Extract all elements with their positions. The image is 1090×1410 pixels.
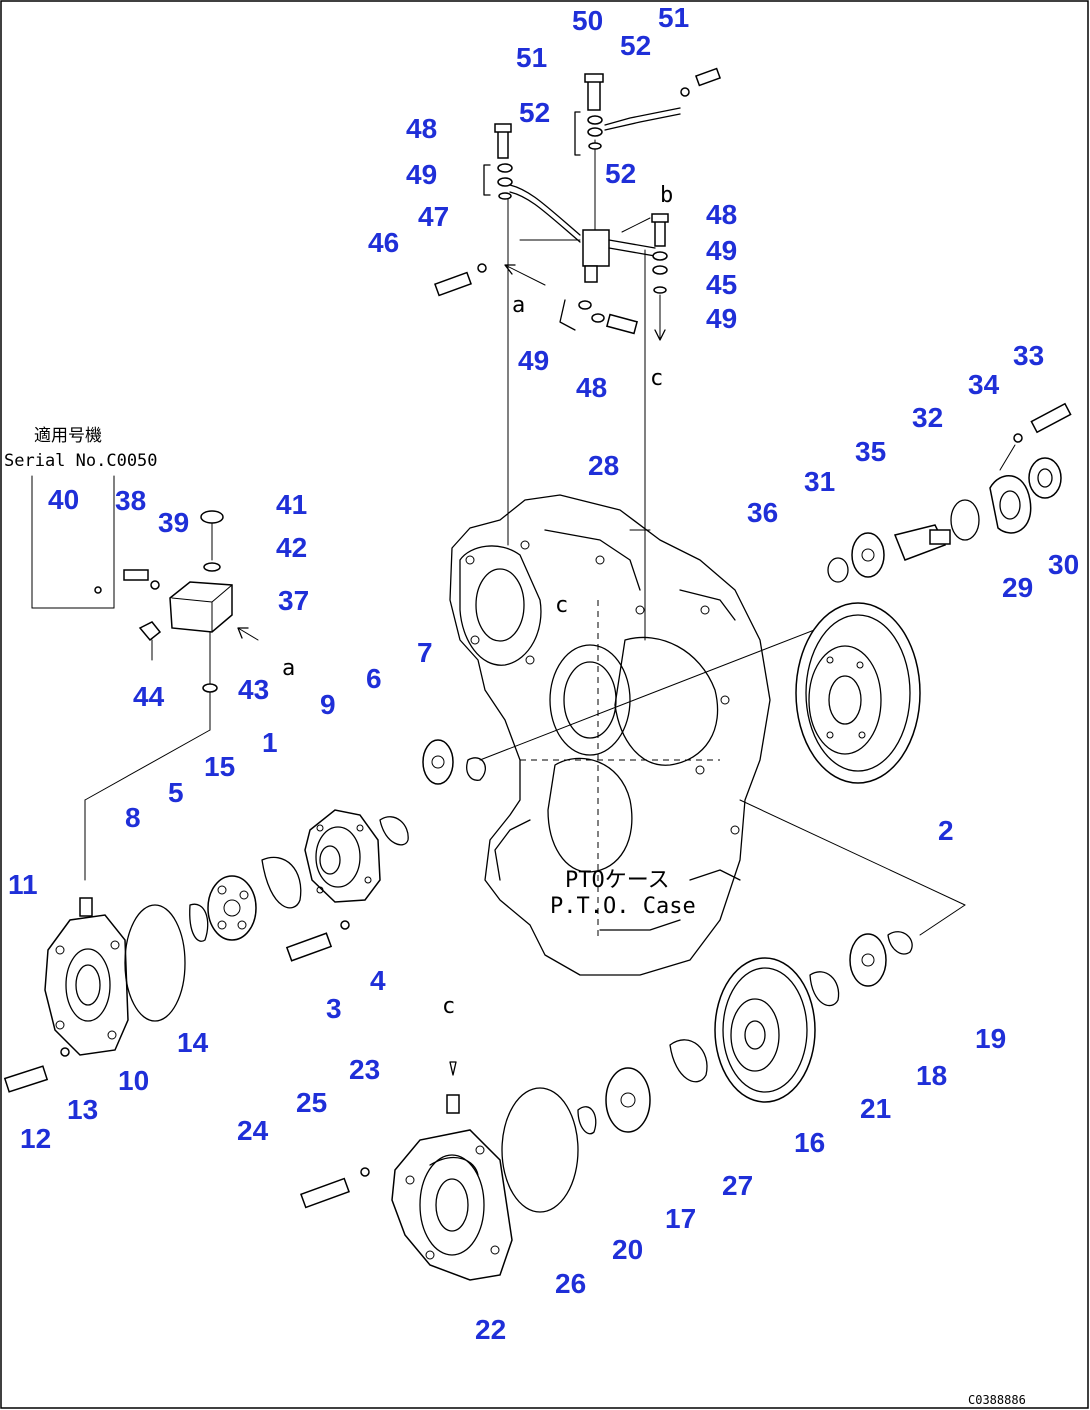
callout-17: 17 bbox=[665, 1203, 696, 1234]
callout-34: 34 bbox=[968, 369, 1000, 400]
callout-36: 36 bbox=[747, 497, 778, 528]
letter-a-left: a bbox=[282, 656, 295, 681]
callout-48-right: 48 bbox=[706, 199, 737, 230]
callout-35: 35 bbox=[855, 436, 886, 467]
callout-33: 33 bbox=[1013, 340, 1044, 371]
callout-28: 28 bbox=[588, 450, 619, 481]
callout-41: 41 bbox=[276, 489, 307, 520]
callout-9: 9 bbox=[320, 689, 336, 720]
right-shaft-assembly bbox=[827, 402, 1072, 583]
callout-22: 22 bbox=[475, 1314, 506, 1345]
callout-52-top: 52 bbox=[620, 30, 651, 61]
callout-29: 29 bbox=[1002, 572, 1033, 603]
letter-a-top: a bbox=[512, 293, 525, 318]
callout-numbers: 1 2 3 4 5 6 7 8 9 10 11 12 13 14 15 16 1… bbox=[8, 2, 1079, 1345]
callout-49-top: 49 bbox=[406, 159, 437, 190]
callout-24: 24 bbox=[237, 1115, 269, 1146]
pto-case-label-en: P.T.O. Case bbox=[550, 894, 696, 919]
callout-15: 15 bbox=[204, 751, 235, 782]
bottom-cover-assembly bbox=[300, 1061, 579, 1281]
pump-gear-stack-left bbox=[189, 739, 486, 962]
left-block-assembly bbox=[31, 475, 259, 693]
leader-lines bbox=[84, 139, 1016, 936]
callout-49-bottom: 49 bbox=[518, 345, 549, 376]
letter-b: b bbox=[660, 183, 673, 208]
callout-23: 23 bbox=[349, 1054, 380, 1085]
callout-37: 37 bbox=[278, 585, 309, 616]
callout-48-bottom: 48 bbox=[576, 372, 607, 403]
callout-49-right: 49 bbox=[706, 235, 737, 266]
callout-39: 39 bbox=[158, 507, 189, 538]
callout-44: 44 bbox=[133, 681, 165, 712]
pto-case: PTOケース P.T.O. Case bbox=[449, 494, 771, 976]
callout-45: 45 bbox=[706, 269, 737, 300]
callout-27: 27 bbox=[722, 1170, 753, 1201]
callout-26: 26 bbox=[555, 1268, 586, 1299]
callout-14: 14 bbox=[177, 1027, 209, 1058]
top-piping-assembly bbox=[434, 67, 722, 341]
letter-c-top: c bbox=[650, 366, 663, 391]
pump-gear-stack-right bbox=[577, 931, 913, 1135]
callout-51-right: 51 bbox=[658, 2, 689, 33]
callout-6: 6 bbox=[366, 663, 382, 694]
big-gear bbox=[795, 602, 921, 784]
figure-code: C0388886 bbox=[968, 1393, 1026, 1407]
callout-30: 30 bbox=[1048, 549, 1079, 580]
callout-25: 25 bbox=[296, 1087, 327, 1118]
callout-50: 50 bbox=[572, 5, 603, 36]
callout-49-lower-right: 49 bbox=[706, 303, 737, 334]
callout-43: 43 bbox=[238, 674, 269, 705]
callout-31: 31 bbox=[804, 466, 835, 497]
callout-3: 3 bbox=[326, 993, 342, 1024]
callout-8: 8 bbox=[125, 802, 141, 833]
callout-12: 12 bbox=[20, 1123, 51, 1154]
callout-20: 20 bbox=[612, 1234, 643, 1265]
applicable-label-jp: 適用号機 bbox=[34, 426, 102, 446]
left-cover-assembly bbox=[3, 897, 186, 1093]
callout-52-left: 52 bbox=[519, 97, 550, 128]
callout-11: 11 bbox=[8, 869, 38, 900]
callout-7: 7 bbox=[417, 637, 433, 668]
callout-38: 38 bbox=[115, 485, 146, 516]
callout-51-left: 51 bbox=[516, 42, 547, 73]
callout-48-top: 48 bbox=[406, 113, 437, 144]
callout-21: 21 bbox=[860, 1093, 891, 1124]
callout-18: 18 bbox=[916, 1060, 947, 1091]
callout-13: 13 bbox=[67, 1094, 98, 1125]
callout-42: 42 bbox=[276, 532, 307, 563]
callout-16: 16 bbox=[794, 1127, 825, 1158]
serial-number-label: Serial No.C0050 bbox=[4, 451, 158, 471]
letter-c-case: c bbox=[555, 593, 568, 618]
callout-32: 32 bbox=[912, 402, 943, 433]
callout-40: 40 bbox=[48, 484, 79, 515]
letter-c-bottom: c bbox=[442, 994, 455, 1019]
callout-47: 47 bbox=[418, 201, 449, 232]
callout-19: 19 bbox=[975, 1023, 1006, 1054]
callout-1: 1 bbox=[262, 727, 278, 758]
callout-2: 2 bbox=[938, 815, 954, 846]
pto-case-label-jp: PTOケース bbox=[565, 868, 670, 893]
callout-46: 46 bbox=[368, 227, 399, 258]
callout-4: 4 bbox=[370, 965, 386, 996]
callout-5: 5 bbox=[168, 777, 184, 808]
callout-10: 10 bbox=[118, 1065, 149, 1096]
callout-52-lower: 52 bbox=[605, 158, 636, 189]
